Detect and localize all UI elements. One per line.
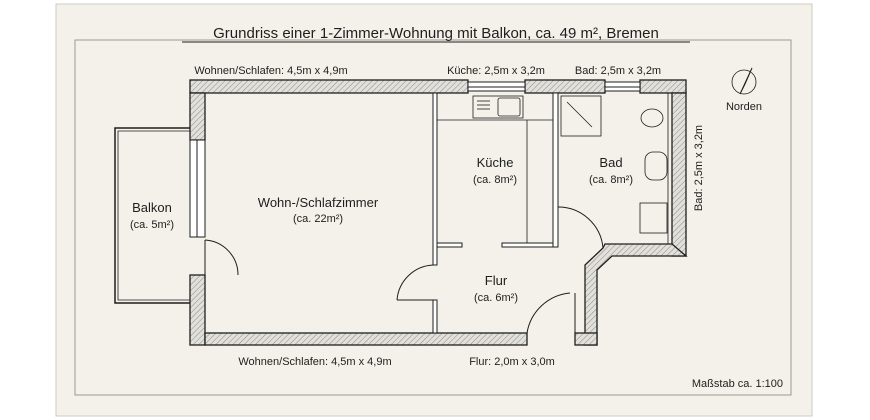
room-area-kueche: (ca. 8m²) [473, 174, 517, 186]
windows [189, 81, 641, 238]
room-name-kueche: Küche [477, 155, 514, 170]
plan-title: Grundriss einer 1-Zimmer-Wohnung mit Bal… [213, 25, 659, 42]
bath-fixtures [560, 93, 669, 244]
partitions [432, 92, 559, 334]
compass-label: Norden [726, 101, 762, 113]
dim-top-kitchen: Küche: 2,5m x 3,2m [447, 65, 545, 77]
walls [189, 79, 688, 346]
dim-side-bath: Bad: 2,5m x 3,2m [693, 125, 705, 211]
dim-top-bath: Bad: 2,5m x 3,2m [575, 65, 661, 77]
scale-label: Maßstab ca. 1:100 [692, 378, 783, 390]
dim-bottom-hall: Flur: 2,0m x 3,0m [469, 356, 555, 368]
room-area-wohn: (ca. 22m²) [293, 213, 343, 225]
dim-top-living: Wohnen/Schlafen: 4,5m x 4,9m [194, 65, 347, 77]
room-name-balkon: Balkon [132, 200, 172, 215]
dim-bottom-living: Wohnen/Schlafen: 4,5m x 4,9m [238, 356, 391, 368]
inner-frame [74, 39, 792, 396]
room-area-balkon: (ca. 5m²) [130, 219, 174, 231]
room-name-bad: Bad [599, 155, 622, 170]
kitchen-counter [437, 95, 553, 243]
room-name-wohn: Wohn-/Schlafzimmer [258, 195, 379, 210]
north-arrow-icon [731, 67, 757, 95]
room-area-bad: (ca. 8m²) [589, 174, 633, 186]
room-area-flur: (ca. 6m²) [474, 292, 518, 304]
doors [204, 206, 604, 334]
room-name-flur: Flur [485, 273, 508, 288]
balcony-outline [114, 127, 190, 304]
